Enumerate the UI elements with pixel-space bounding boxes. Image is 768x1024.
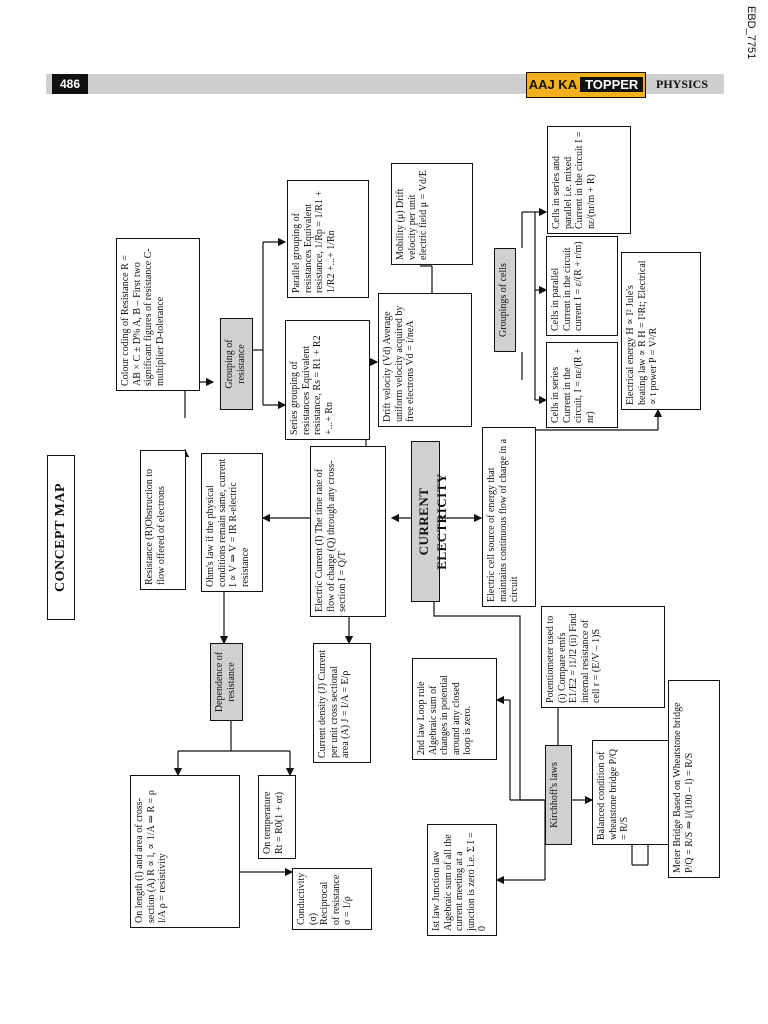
node-cells-mixed-text: Cells in series and parallel i.e. mixed … bbox=[547, 126, 631, 234]
diagram-title: CONCEPT MAP bbox=[47, 455, 75, 620]
node-current-electricity-text: CURRENT ELECTRICITY bbox=[411, 441, 449, 602]
node-cells-parallel: Cells in parallel Current in the circuit… bbox=[546, 236, 618, 336]
node-grouping-of-resistance-text: Grouping of resistance bbox=[220, 318, 253, 410]
node-dependence-text: Dependence of resistance bbox=[210, 643, 243, 721]
node-meter-bridge-text: Meter Bridge Based on Wheatstone bridge … bbox=[668, 680, 720, 878]
page-number: 486 bbox=[52, 74, 88, 94]
node-resistance-text: Resistance (R)Obstruction to flow offere… bbox=[140, 450, 186, 590]
node-current-electricity: CURRENT ELECTRICITY bbox=[411, 441, 449, 602]
node-drift-velocity: Drift velocity (Vd) Average uniform velo… bbox=[378, 293, 472, 427]
node-second-law-text: 2nd law Loop rule Algebraic sum of chang… bbox=[412, 658, 497, 760]
node-parallel-resistance: Parallel grouping of resistances Equival… bbox=[287, 180, 369, 298]
brand-right: TOPPER bbox=[580, 77, 644, 92]
node-on-length: On length (l) and area of cross-section … bbox=[130, 775, 240, 928]
node-current-density-text: Current density (J) Current per unit cro… bbox=[313, 643, 371, 763]
node-cells-series: Cells in series Current in the circuit, … bbox=[546, 342, 618, 428]
node-electrical-energy-text: Electrical energy H ∝ I² Jule's heating … bbox=[621, 252, 701, 410]
node-ohms-law: Ohm's law if the physical conditions rem… bbox=[201, 453, 263, 592]
node-cells-series-text: Cells in series Current in the circuit, … bbox=[546, 342, 618, 428]
subject-label: PHYSICS bbox=[656, 77, 709, 91]
node-meter-bridge: Meter Bridge Based on Wheatstone bridge … bbox=[668, 680, 720, 878]
node-first-law: Ist law Junction law Algebraic sum of al… bbox=[427, 824, 497, 936]
node-colour-coding: Colour coding of Resistance R = AB × C ±… bbox=[116, 238, 200, 391]
node-grouping-of-resistance: Grouping of resistance bbox=[220, 318, 253, 410]
node-mobility: Mobility (μ) Drift velocity per unit ele… bbox=[391, 163, 473, 265]
node-series-resistance-text: Series grouping of resistances Equivalen… bbox=[285, 320, 370, 440]
node-potentiometer: Potentiometer used to (i) Compare emfs E… bbox=[541, 606, 665, 708]
node-groupings-of-cells-text: Groupings of cells bbox=[494, 248, 516, 352]
node-drift-velocity-text: Drift velocity (Vd) Average uniform velo… bbox=[378, 293, 472, 427]
node-second-law: 2nd law Loop rule Algebraic sum of chang… bbox=[412, 658, 497, 760]
node-electric-cell-text: Electric cell source of energy that main… bbox=[482, 427, 536, 607]
node-ohms-law-text: Ohm's law if the physical conditions rem… bbox=[201, 453, 263, 592]
node-current-density: Current density (J) Current per unit cro… bbox=[313, 643, 371, 763]
node-wheatstone-bridge: Balanced condition of wheatstone bridge … bbox=[592, 740, 672, 845]
node-conductivity-text: Conductivity (σ) Reciprocal of resistanc… bbox=[292, 868, 372, 930]
node-electric-current: Electric Current (I) The time rate of fl… bbox=[310, 446, 386, 617]
node-kirchhoffs-laws: Kirchhoff's laws bbox=[545, 745, 572, 845]
node-first-law-text: Ist law Junction law Algebraic sum of al… bbox=[427, 824, 497, 936]
brand-left: AAJ KA bbox=[528, 77, 578, 92]
node-wheatstone-bridge-text: Balanced condition of wheatstone bridge … bbox=[592, 740, 672, 845]
node-electrical-energy: Electrical energy H ∝ I² Jule's heating … bbox=[621, 252, 701, 410]
node-mobility-text: Mobility (μ) Drift velocity per unit ele… bbox=[391, 163, 473, 265]
node-resistance: Resistance (R)Obstruction to flow offere… bbox=[140, 450, 186, 590]
node-cells-mixed: Cells in series and parallel i.e. mixed … bbox=[547, 126, 631, 234]
node-conductivity: Conductivity (σ) Reciprocal of resistanc… bbox=[292, 868, 372, 930]
node-groupings-of-cells: Groupings of cells bbox=[494, 248, 516, 352]
node-potentiometer-text: Potentiometer used to (i) Compare emfs E… bbox=[541, 606, 665, 708]
node-on-length-text: On length (l) and area of cross-section … bbox=[130, 775, 240, 928]
node-parallel-resistance-text: Parallel grouping of resistances Equival… bbox=[287, 180, 369, 298]
node-series-resistance: Series grouping of resistances Equivalen… bbox=[285, 320, 370, 440]
node-on-temperature: On temperature Rt = R0(1 + αt) bbox=[258, 775, 296, 859]
node-electric-current-text: Electric Current (I) The time rate of fl… bbox=[310, 446, 386, 617]
node-cells-parallel-text: Cells in parallel Current in the circuit… bbox=[546, 236, 618, 336]
node-colour-coding-text: Colour coding of Resistance R = AB × C ±… bbox=[116, 238, 200, 391]
node-dependence: Dependence of resistance bbox=[210, 643, 243, 721]
node-on-temperature-text: On temperature Rt = R0(1 + αt) bbox=[258, 775, 296, 859]
node-kirchhoffs-laws-text: Kirchhoff's laws bbox=[545, 745, 572, 845]
diagram-title-text: CONCEPT MAP bbox=[47, 455, 75, 620]
node-electric-cell: Electric cell source of energy that main… bbox=[482, 427, 536, 607]
